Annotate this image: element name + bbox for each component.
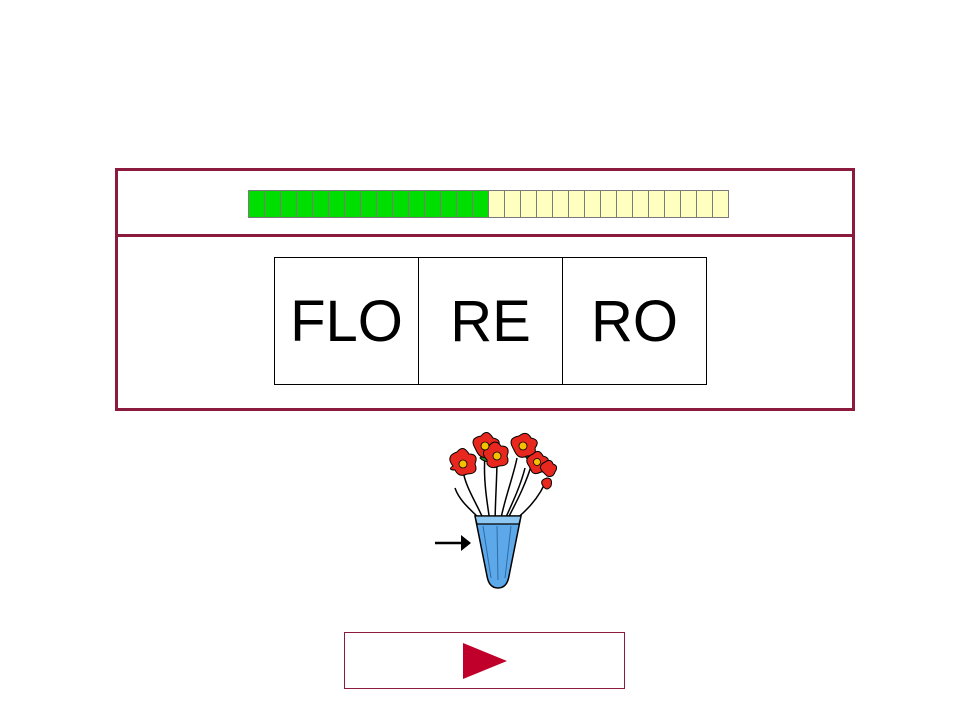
progress-area <box>118 171 852 237</box>
exercise-panel: FLO RE RO <box>115 168 855 411</box>
play-triangle-icon <box>462 642 507 679</box>
progress-cell-filled <box>265 190 281 218</box>
progress-cell-filled <box>361 190 377 218</box>
syllable-tile-1[interactable]: FLO <box>275 258 419 384</box>
progress-cell-filled <box>345 190 361 218</box>
progress-cell-empty <box>649 190 665 218</box>
syllable-tile-3[interactable]: RO <box>591 288 678 354</box>
progress-cell-empty <box>713 190 729 218</box>
progress-bar <box>248 190 729 218</box>
next-button[interactable] <box>344 632 625 689</box>
syllable-tile-2[interactable]: RE <box>419 258 563 384</box>
syllable-row: FLO RE RO <box>274 257 707 385</box>
progress-cell-empty <box>633 190 649 218</box>
progress-cell-empty <box>521 190 537 218</box>
progress-cell-filled <box>393 190 409 218</box>
word-picture <box>425 428 575 598</box>
progress-cell-filled <box>329 190 345 218</box>
progress-cell-empty <box>489 190 505 218</box>
progress-cell-empty <box>601 190 617 218</box>
progress-cell-empty <box>665 190 681 218</box>
progress-cell-empty <box>537 190 553 218</box>
progress-cell-empty <box>681 190 697 218</box>
progress-cell-empty <box>617 190 633 218</box>
progress-cell-filled <box>249 190 265 218</box>
progress-cell-filled <box>409 190 425 218</box>
progress-cell-empty <box>505 190 521 218</box>
progress-cell-empty <box>585 190 601 218</box>
progress-cell-empty <box>697 190 713 218</box>
progress-cell-filled <box>441 190 457 218</box>
progress-cell-filled <box>313 190 329 218</box>
flower-centers <box>458 441 541 469</box>
progress-cell-empty <box>553 190 569 218</box>
progress-cell-filled <box>281 190 297 218</box>
progress-cell-empty <box>569 190 585 218</box>
progress-cell-filled <box>425 190 441 218</box>
progress-cell-filled <box>457 190 473 218</box>
progress-cell-filled <box>377 190 393 218</box>
progress-cell-filled <box>473 190 489 218</box>
vase <box>474 515 522 589</box>
arrow-right-icon <box>435 535 471 551</box>
flower-vase-icon <box>435 432 558 589</box>
progress-cell-filled <box>297 190 313 218</box>
